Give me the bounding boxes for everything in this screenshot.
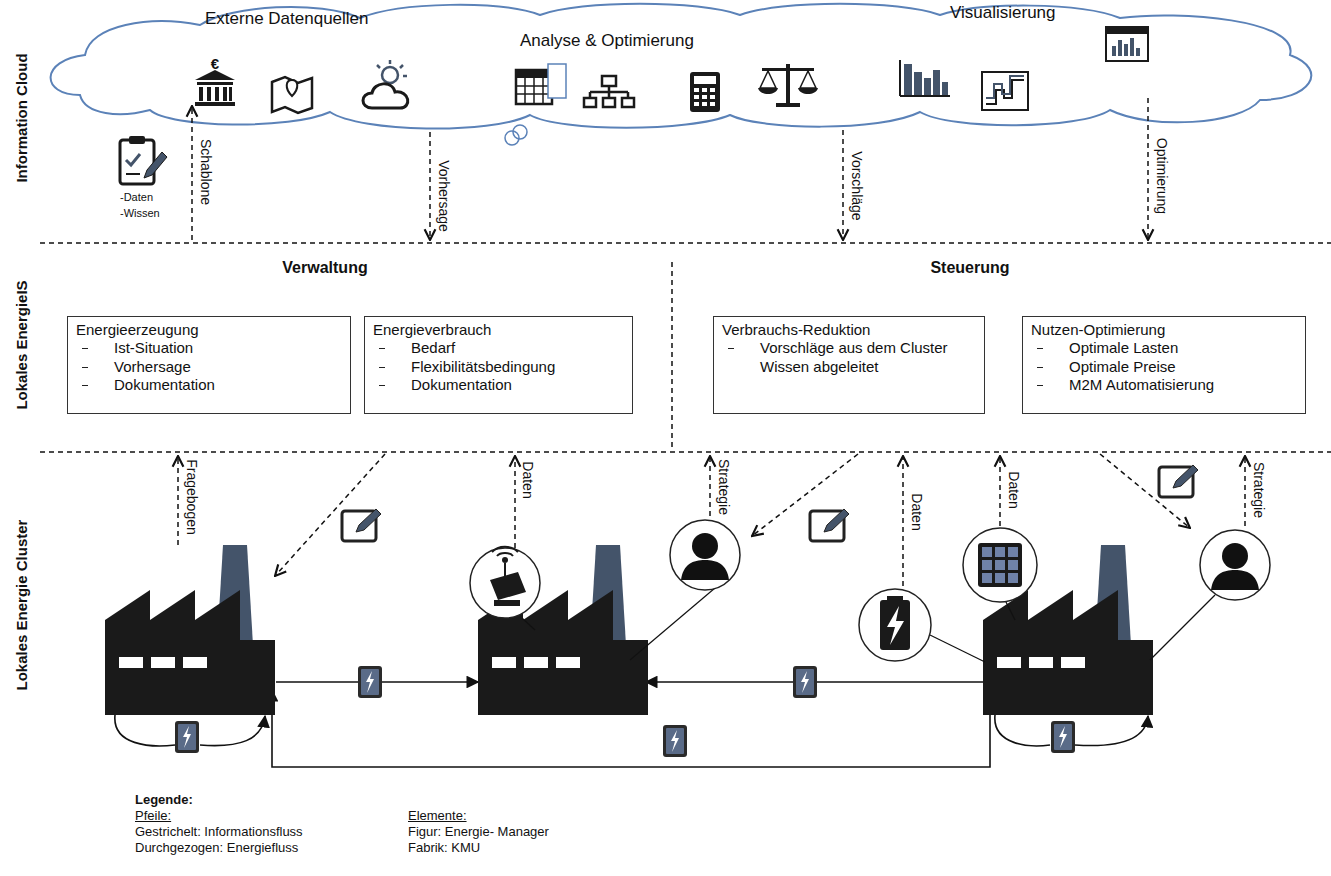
note: -Wissen bbox=[120, 207, 160, 220]
arrow-label: Daten bbox=[520, 461, 536, 498]
tablet-icon bbox=[342, 509, 381, 541]
list-item: Optimale Preise bbox=[1031, 358, 1297, 376]
info-box: Nutzen-OptimierungOptimale LastenOptimal… bbox=[1022, 316, 1306, 414]
list-item: M2M Automatisierung bbox=[1031, 376, 1297, 394]
legend-title: Legende: bbox=[135, 793, 193, 808]
arrow-label: Schablone bbox=[198, 139, 214, 205]
cloud-heading: Analyse & Optimierung bbox=[520, 31, 694, 51]
legend-entry: Fabrik: KMU bbox=[408, 841, 480, 856]
energy-icon bbox=[793, 666, 817, 698]
list-text: Vorschläge aus dem Cluster Wissen abgele… bbox=[760, 339, 950, 376]
tablet-icon bbox=[1159, 465, 1198, 497]
note: -Daten bbox=[120, 191, 153, 204]
arrow-label: Daten bbox=[1006, 471, 1022, 508]
band-label: Information Cloud bbox=[13, 53, 30, 182]
box-heading: Verbrauchs-Reduktion bbox=[722, 321, 976, 339]
arrow-label: Vorhersage bbox=[436, 160, 452, 232]
legend-heading: Pfeile: bbox=[135, 809, 171, 824]
list-item: Vorhersage bbox=[76, 358, 342, 376]
info-box: EnergieverbrauchBedarfFlexibilitätsbedin… bbox=[364, 316, 633, 414]
bullet-dash bbox=[1037, 348, 1043, 349]
arrow-label: Strategie bbox=[1251, 462, 1267, 518]
bullet-dash bbox=[379, 348, 385, 349]
energy-manager-figure bbox=[1200, 530, 1270, 600]
list-text: Optimale Preise bbox=[1069, 358, 1176, 376]
tablet-icon bbox=[810, 509, 849, 541]
information-cloud: Externe DatenquellenAnalyse & Optimierun… bbox=[50, 0, 1320, 135]
bullet-dash bbox=[82, 385, 88, 386]
cloud-heading: Externe Datenquellen bbox=[205, 9, 369, 29]
bullet-dash bbox=[82, 367, 88, 368]
bullet-dash bbox=[379, 385, 385, 386]
arrow-label: Optimierung bbox=[1154, 138, 1170, 214]
factory bbox=[105, 545, 275, 715]
bullet-dash bbox=[1037, 367, 1043, 368]
cloud-icons bbox=[195, 27, 1148, 145]
battery-icon bbox=[859, 589, 931, 661]
list-item: Vorschläge aus dem Cluster Wissen abgele… bbox=[722, 339, 976, 376]
band-label: Lokales Energie Cluster bbox=[13, 520, 30, 691]
band-label: Lokales EnergieIS bbox=[13, 280, 30, 409]
list-item: Optimale Lasten bbox=[1031, 339, 1297, 357]
arrow-label: Fragebogen bbox=[184, 459, 200, 535]
list-item: Flexibilitätsbedingung bbox=[373, 358, 624, 376]
clipboard-icon bbox=[120, 136, 167, 184]
legend-entry: Gestrichelt: Informationsfluss bbox=[135, 825, 303, 840]
list-text: M2M Automatisierung bbox=[1069, 376, 1214, 394]
bullet-dash bbox=[82, 348, 88, 349]
info-box: Verbrauchs-ReduktionVorschläge aus dem C… bbox=[713, 316, 985, 414]
energy-icon bbox=[358, 666, 382, 698]
energy-icon bbox=[663, 725, 687, 757]
legend-entry: Figur: Energie- Manager bbox=[408, 825, 549, 840]
list-text: Bedarf bbox=[411, 339, 455, 357]
list-item: Dokumentation bbox=[76, 376, 342, 394]
list-text: Flexibilitätsbedingung bbox=[411, 358, 555, 376]
energy-icon bbox=[1051, 721, 1075, 753]
section-heading: Steuerung bbox=[930, 259, 1009, 277]
bullet-dash bbox=[379, 367, 385, 368]
list-text: Optimale Lasten bbox=[1069, 339, 1178, 357]
bullet-dash bbox=[1037, 385, 1043, 386]
arrow-label: Daten bbox=[909, 493, 925, 530]
list-item: Dokumentation bbox=[373, 376, 624, 394]
energy-manager-figure bbox=[670, 520, 740, 590]
list-text: Vorhersage bbox=[114, 358, 191, 376]
leader-line bbox=[522, 588, 1215, 662]
solar-panel-icon bbox=[963, 528, 1037, 602]
cloud-outline bbox=[51, 4, 1312, 129]
list-text: Ist-Situation bbox=[114, 339, 193, 357]
list-text: Dokumentation bbox=[114, 376, 215, 394]
box-heading: Nutzen-Optimierung bbox=[1031, 321, 1297, 339]
box-heading: Energieverbrauch bbox=[373, 321, 624, 339]
list-item: Bedarf bbox=[373, 339, 624, 357]
box-heading: Energieerzeugung bbox=[76, 321, 342, 339]
list-text: Dokumentation bbox=[411, 376, 512, 394]
legend-entry: Durchgezogen: Energiefluss bbox=[135, 841, 298, 856]
bullet-dash bbox=[728, 348, 734, 349]
cloud-heading: Visualisierung bbox=[950, 3, 1056, 23]
arrow-label: Strategie bbox=[716, 459, 732, 515]
section-heading: Verwaltung bbox=[282, 259, 367, 277]
arrow-label: Vorschläge bbox=[849, 151, 865, 220]
info-box: EnergieerzeugungIst-SituationVorhersageD… bbox=[67, 316, 351, 414]
currency-symbol: € bbox=[211, 55, 219, 72]
list-item: Ist-Situation bbox=[76, 339, 342, 357]
router-icon bbox=[470, 547, 540, 618]
energy-icon bbox=[175, 721, 199, 753]
legend-heading: Elemente: bbox=[408, 809, 467, 824]
band-separator bbox=[40, 243, 1331, 452]
